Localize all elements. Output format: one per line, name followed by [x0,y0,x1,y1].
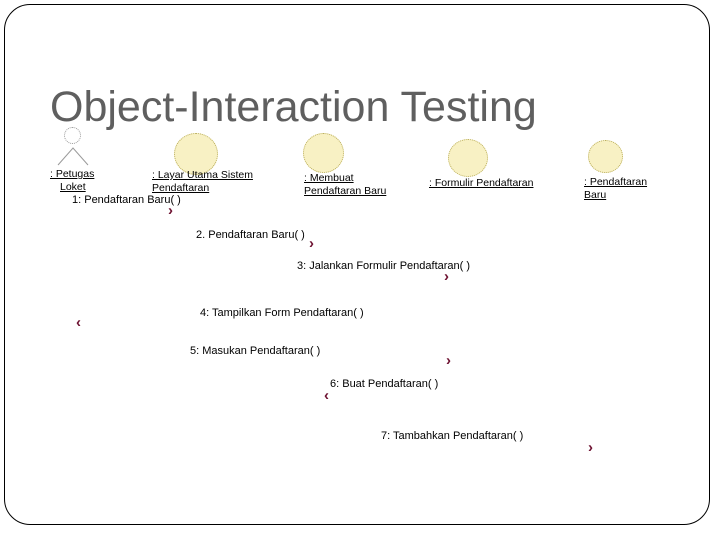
lifeline-label-line1: : Pendaftaran [584,176,648,188]
object-circle-icon [303,133,344,173]
actor-head-icon [64,127,81,144]
object-circle-icon [588,140,623,173]
message-label-5: 5: Masukan Pendaftaran( ) [190,345,321,357]
message-arrow-5: › [446,352,451,369]
lifeline-label-line2: Baru [584,189,607,201]
lifeline-label-petugas-loket: : Petugas Loket [50,168,94,194]
lifeline-label-line1: : Formulir Pendaftaran [429,177,534,189]
lifeline-label-line2: Pendaftaran [152,182,210,194]
message-label-6: 6: Buat Pendaftaran( ) [330,378,439,390]
message-arrow-7: › [588,439,593,456]
object-circle-icon [448,139,488,177]
lifeline-label-line1: : Petugas [50,168,95,180]
slide-frame-border [4,4,710,525]
message-arrow-2: › [309,235,314,252]
page-title: Object-Interaction Testing [50,82,537,131]
message-label-7: 7: Tambahkan Pendaftaran( ) [381,430,524,442]
object-circle-icon [174,133,218,175]
lifeline-label-line1: : Layar Utama Sistem [152,169,253,181]
actor-body-icon [57,147,89,166]
message-label-4: 4: Tampilkan Form Pendaftaran( ) [200,307,364,319]
lifeline-label-pendaftaran-baru: : Pendaftaran Baru [584,176,647,202]
message-label-2: 2. Pendaftaran Baru( ) [196,229,305,241]
lifeline-label-line1: : Membuat [304,172,354,184]
lifeline-label-line2: Loket [60,181,86,193]
lifeline-label-formulir-pendaftaran: : Formulir Pendaftaran [429,177,533,190]
message-arrow-3: › [444,268,449,285]
message-arrow-6: ‹ [324,387,329,404]
message-arrow-4: ‹ [76,314,81,331]
lifeline-label-line2: Pendaftaran Baru [304,185,387,197]
lifeline-label-layar-utama-sistem-pendaftaran: : Layar Utama Sistem Pendaftaran [152,169,253,195]
lifeline-label-membuat-pendaftaran-baru: : Membuat Pendaftaran Baru [304,172,386,198]
message-arrow-1: › [168,202,173,219]
message-label-1: 1: Pendaftaran Baru( ) [72,194,181,206]
message-label-3: 3: Jalankan Formulir Pendaftaran( ) [297,260,471,272]
